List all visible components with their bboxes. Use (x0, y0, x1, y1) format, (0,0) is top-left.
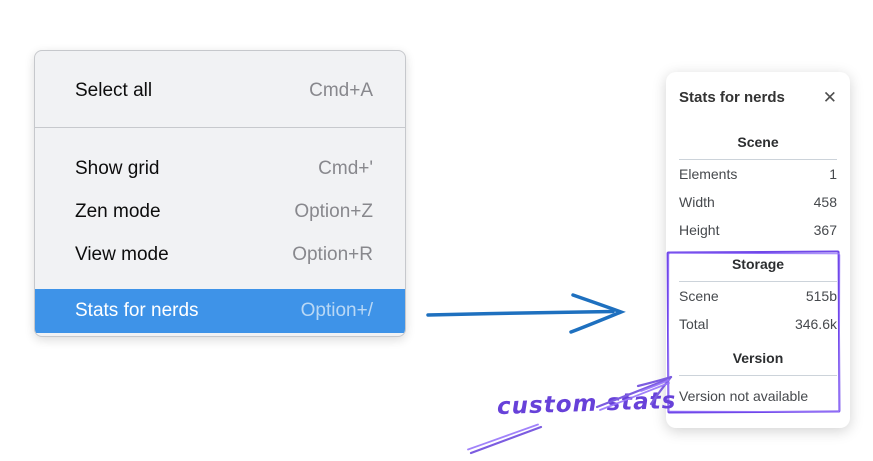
stat-value: 367 (813, 222, 837, 238)
stat-row-elements: Elements 1 (679, 160, 837, 188)
annotation-label: custom stats (496, 387, 677, 421)
stat-value: 515b (805, 288, 837, 304)
blue-right-arrow (426, 293, 626, 334)
section-divider (679, 159, 837, 160)
close-icon[interactable]: ✕ (822, 87, 837, 107)
stats-panel: Stats for nerds ✕ Scene Elements 1 Width… (666, 72, 850, 428)
stat-value: 458 (813, 194, 837, 210)
menu-item-label: Stats for nerds (75, 300, 199, 321)
section-header-storage: Storage (731, 256, 785, 272)
stat-label: Scene (679, 288, 719, 304)
stat-row-total-storage: Total 346.6k (679, 310, 837, 338)
menu-item-select-all[interactable]: Select all Cmd+A (35, 71, 405, 111)
section-header-scene: Scene (737, 134, 779, 150)
section-header-version: Version (732, 350, 784, 366)
context-menu: Select all Cmd+A Show grid Cmd+' Zen mod… (34, 50, 406, 337)
menu-item-view-mode[interactable]: View mode Option+R (35, 235, 405, 275)
menu-item-shortcut: Option+R (292, 244, 373, 265)
menu-divider (35, 127, 405, 128)
section-divider (679, 375, 837, 376)
menu-item-label: View mode (75, 244, 169, 265)
stats-panel-header: Stats for nerds ✕ (679, 86, 837, 108)
section-divider (679, 281, 837, 282)
stat-row-width: Width 458 (679, 188, 837, 216)
menu-item-shortcut: Option+/ (300, 300, 373, 321)
menu-item-show-grid[interactable]: Show grid Cmd+' (35, 149, 405, 189)
stat-label: Height (679, 222, 720, 238)
menu-item-shortcut: Cmd+A (309, 80, 373, 101)
menu-item-shortcut: Option+Z (294, 201, 373, 222)
menu-item-label: Show grid (75, 158, 160, 179)
menu-item-shortcut: Cmd+' (318, 158, 373, 179)
version-note: Version not available (679, 388, 809, 404)
menu-item-stats-for-nerds[interactable]: Stats for nerds Option+/ (35, 289, 405, 333)
stat-row-height: Height 367 (679, 216, 837, 244)
menu-item-label: Select all (75, 80, 153, 101)
stat-value: 346.6k (794, 316, 837, 332)
stats-panel-title: Stats for nerds (679, 88, 785, 106)
stat-label: Elements (679, 166, 738, 182)
stat-label: Width (679, 194, 715, 210)
stat-value: 1 (829, 166, 837, 182)
stat-label: Total (679, 316, 709, 332)
stat-row-scene-storage: Scene 515b (679, 282, 837, 310)
menu-item-label: Zen mode (75, 201, 161, 222)
menu-item-zen-mode[interactable]: Zen mode Option+Z (35, 192, 405, 232)
